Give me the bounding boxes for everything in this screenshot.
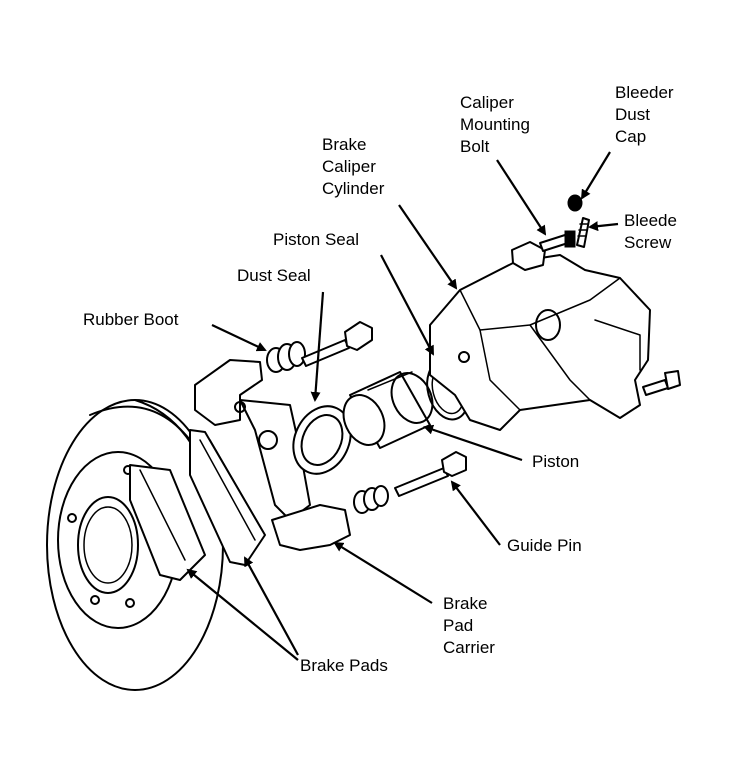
brake-pads-art xyxy=(129,429,266,581)
dust-seal-art xyxy=(292,405,352,475)
guide-pin-art xyxy=(353,451,467,514)
leader-piston xyxy=(423,424,523,462)
brake-caliper-art xyxy=(429,241,651,431)
caliper-mounting-bolt-art xyxy=(539,230,576,252)
label-text: Rubber Boot xyxy=(83,310,179,329)
leader-brake-pad-carrier xyxy=(333,541,433,604)
label-bleeder-screw: Bleede Screw xyxy=(624,210,677,254)
label-dust-seal: Dust Seal xyxy=(237,265,311,287)
label-text: Brake Pads xyxy=(300,656,388,675)
leader-dust-seal xyxy=(310,291,325,402)
bleeder-dust-cap-art xyxy=(567,194,583,212)
label-line: Bleede xyxy=(624,211,677,230)
label-line: Carrier xyxy=(443,638,495,657)
leader-rubber-boot xyxy=(211,324,267,352)
label-piston-seal: Piston Seal xyxy=(273,229,359,251)
label-line: Cap xyxy=(615,127,647,146)
label-brake-pad-carrier: Brake Pad Carrier xyxy=(443,593,495,659)
lower-caliper-bolt-art xyxy=(642,370,681,396)
label-guide-pin: Guide Pin xyxy=(507,535,582,557)
upper-bolt-art xyxy=(301,321,373,367)
label-line: Dust xyxy=(615,105,650,124)
label-brake-caliper-cylinder: Brake Caliper Cylinder xyxy=(322,134,384,200)
leader-bleeder-screw xyxy=(588,221,619,232)
leader-guide-pin xyxy=(450,480,501,546)
label-line: Bolt xyxy=(460,137,490,156)
label-line: Screw xyxy=(624,233,672,252)
rubber-boot-art xyxy=(266,341,306,373)
label-line: Brake xyxy=(443,594,488,613)
piston-art xyxy=(342,371,434,449)
label-text: Dust Seal xyxy=(237,266,311,285)
leader-bleeder-dust-cap xyxy=(580,151,611,200)
bleeder-screw-art xyxy=(576,217,590,248)
leader-piston-seal xyxy=(380,254,434,356)
label-text: Guide Pin xyxy=(507,536,582,555)
label-text: Piston xyxy=(532,452,580,471)
label-text: Piston Seal xyxy=(273,230,359,249)
leader-lines xyxy=(186,151,619,661)
brake-rotor xyxy=(46,399,224,691)
label-rubber-boot: Rubber Boot xyxy=(83,309,178,331)
label-line: Brake xyxy=(322,135,367,154)
label-line: Cylinder xyxy=(322,179,385,198)
label-line: Caliper xyxy=(322,157,376,176)
label-brake-pads: Brake Pads xyxy=(300,655,388,677)
label-line: Bleeder xyxy=(615,83,674,102)
label-line: Pad xyxy=(443,616,474,635)
label-piston: Piston xyxy=(532,451,579,473)
leader-caliper-mounting-bolt xyxy=(496,159,547,236)
leader-brake-pads-2 xyxy=(244,556,299,656)
label-line: Caliper xyxy=(460,93,514,112)
brake-pad-carrier-art xyxy=(194,359,351,551)
leader-brake-pads-1 xyxy=(186,568,299,661)
label-bleeder-dust-cap: Bleeder Dust Cap xyxy=(615,82,674,148)
label-line: Mounting xyxy=(460,115,530,134)
leader-brake-caliper-cylinder xyxy=(398,204,458,290)
label-caliper-mounting-bolt: Caliper Mounting Bolt xyxy=(460,92,530,158)
